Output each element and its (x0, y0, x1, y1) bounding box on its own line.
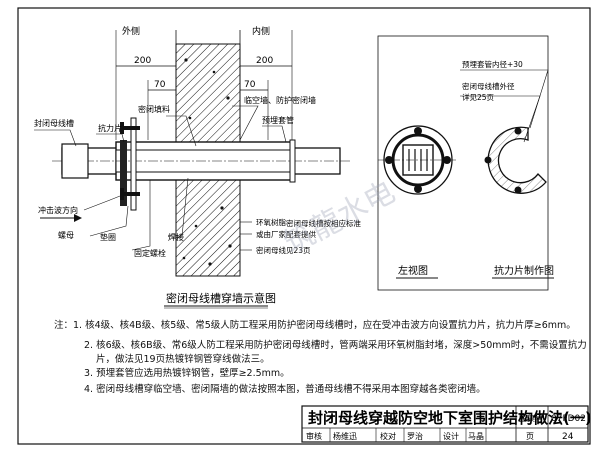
bolt-bottom (124, 192, 140, 196)
label-sleeve-inner: 预埋套管内径+30 (462, 59, 523, 69)
label-busway-outer: 密闭母线槽外径 (462, 81, 515, 91)
flange-right (289, 139, 296, 183)
label-sealing-filler: 密闭填料 (138, 104, 170, 114)
label-see-p25: 详见25页 (462, 92, 495, 102)
plate-drawing-title: 抗力片制作图 (494, 264, 554, 277)
bolt-top (124, 126, 140, 130)
label-anti-force-plate: 抗力片 (98, 123, 122, 133)
leader-lines (34, 105, 287, 251)
bolt-hole-top (414, 127, 422, 135)
label-washer: 垫圈 (100, 232, 116, 242)
note-2: 2. 核6级、核6B级、常6级人防工程采用防护密闭母线槽时，管两端采用环氧树脂封… (84, 340, 587, 351)
inner-side-label: 内侧 (252, 25, 270, 37)
note-1: 注：1. 核4级、核4B级、核5级、常5级人防工程采用防护密闭母线槽时，应在受冲… (54, 320, 576, 331)
label-nut: 螺母 (58, 230, 74, 240)
bolt-hole-right (443, 156, 451, 164)
plate-hole-left (484, 156, 492, 164)
label-sealed-busway-ref: 密闭母线见23页 (256, 245, 311, 255)
outer-side-label: 外侧 (122, 25, 140, 37)
blast-arrow-head (74, 214, 82, 222)
wall-aggregate (182, 58, 232, 266)
busway-end (61, 143, 89, 179)
label-fixing-bolt: 固定螺栓 (134, 248, 166, 258)
bolt-hole-bottom (414, 185, 422, 193)
plate-hole-bottom (514, 186, 522, 194)
plate-drawing: 预埋套管内径+30 密闭母线槽外径 详见25页 抗力片制作图 (460, 59, 554, 279)
dim-200-left: 200 (134, 56, 151, 66)
label-adjacent-wall: 临空墙、防护密闭墙 (244, 95, 316, 105)
dim-200-right: 200 (256, 56, 273, 66)
title-block-title: 封闭母线穿越防空地下室围护结构做法(一) (308, 409, 592, 427)
note-4: 4. 密闭母线槽穿临空墙、密闭隔墙的做法按照本图，普通母线槽不得采用本图穿越各类… (84, 384, 486, 395)
check-label: 校对 (380, 431, 396, 441)
note-2-cont: 片，做法见19页热镀锌钢管穿线做法三。 (96, 354, 270, 365)
dim-70-left: 70 (154, 80, 166, 90)
label-busway-spec: 密闭母线槽按相应标准 (286, 218, 361, 228)
designer-name: 马晶 (468, 432, 484, 441)
flange-left (130, 117, 137, 211)
label-busway-mfr: 或由厂家配套提供 (256, 229, 316, 239)
page-label: 页 (526, 432, 534, 441)
label-blast-direction: 冲击波方向 (38, 205, 78, 215)
page-number: 24 (562, 432, 574, 442)
anti-force-plate-left (120, 140, 127, 206)
checker-name: 罗治 (407, 431, 423, 441)
views-frame (377, 35, 549, 291)
reviewer-name: 杨维迅 (333, 431, 357, 441)
note-3: 3. 预埋套管应选用热镀锌钢管，壁厚≥2.5mm。 (84, 368, 290, 379)
section-view: 外侧 内侧 200 200 70 70 封闭母线槽 抗力片 密闭填料 临空墙、防… (34, 25, 361, 309)
nut-bottom (120, 188, 124, 200)
label-embedded-sleeve: 预埋套管 (262, 115, 294, 125)
label-sealed-busway: 封闭母线槽 (34, 118, 74, 128)
sheet-border (17, 7, 591, 445)
atlas-number: 07FD02 (551, 414, 586, 424)
plate-hole-top (514, 127, 522, 135)
title-block: 封闭母线穿越防空地下室围护结构做法(一) 图集号 07FD02 审核 杨维迅 校… (301, 405, 592, 443)
left-view-title: 左视图 (398, 264, 428, 277)
left-view: 左视图 (378, 125, 458, 279)
label-welding: 焊接 (168, 232, 184, 242)
design-label: 设计 (443, 431, 459, 441)
nut-top (120, 122, 124, 134)
dim-70-right: 70 (244, 80, 256, 90)
label-epoxy-seal: 环氧树脂 (256, 217, 286, 227)
section-title: 密闭母线槽穿墙示意图 (166, 291, 276, 305)
atlas-label: 图集号 (519, 413, 543, 423)
review-label: 审核 (306, 431, 322, 441)
